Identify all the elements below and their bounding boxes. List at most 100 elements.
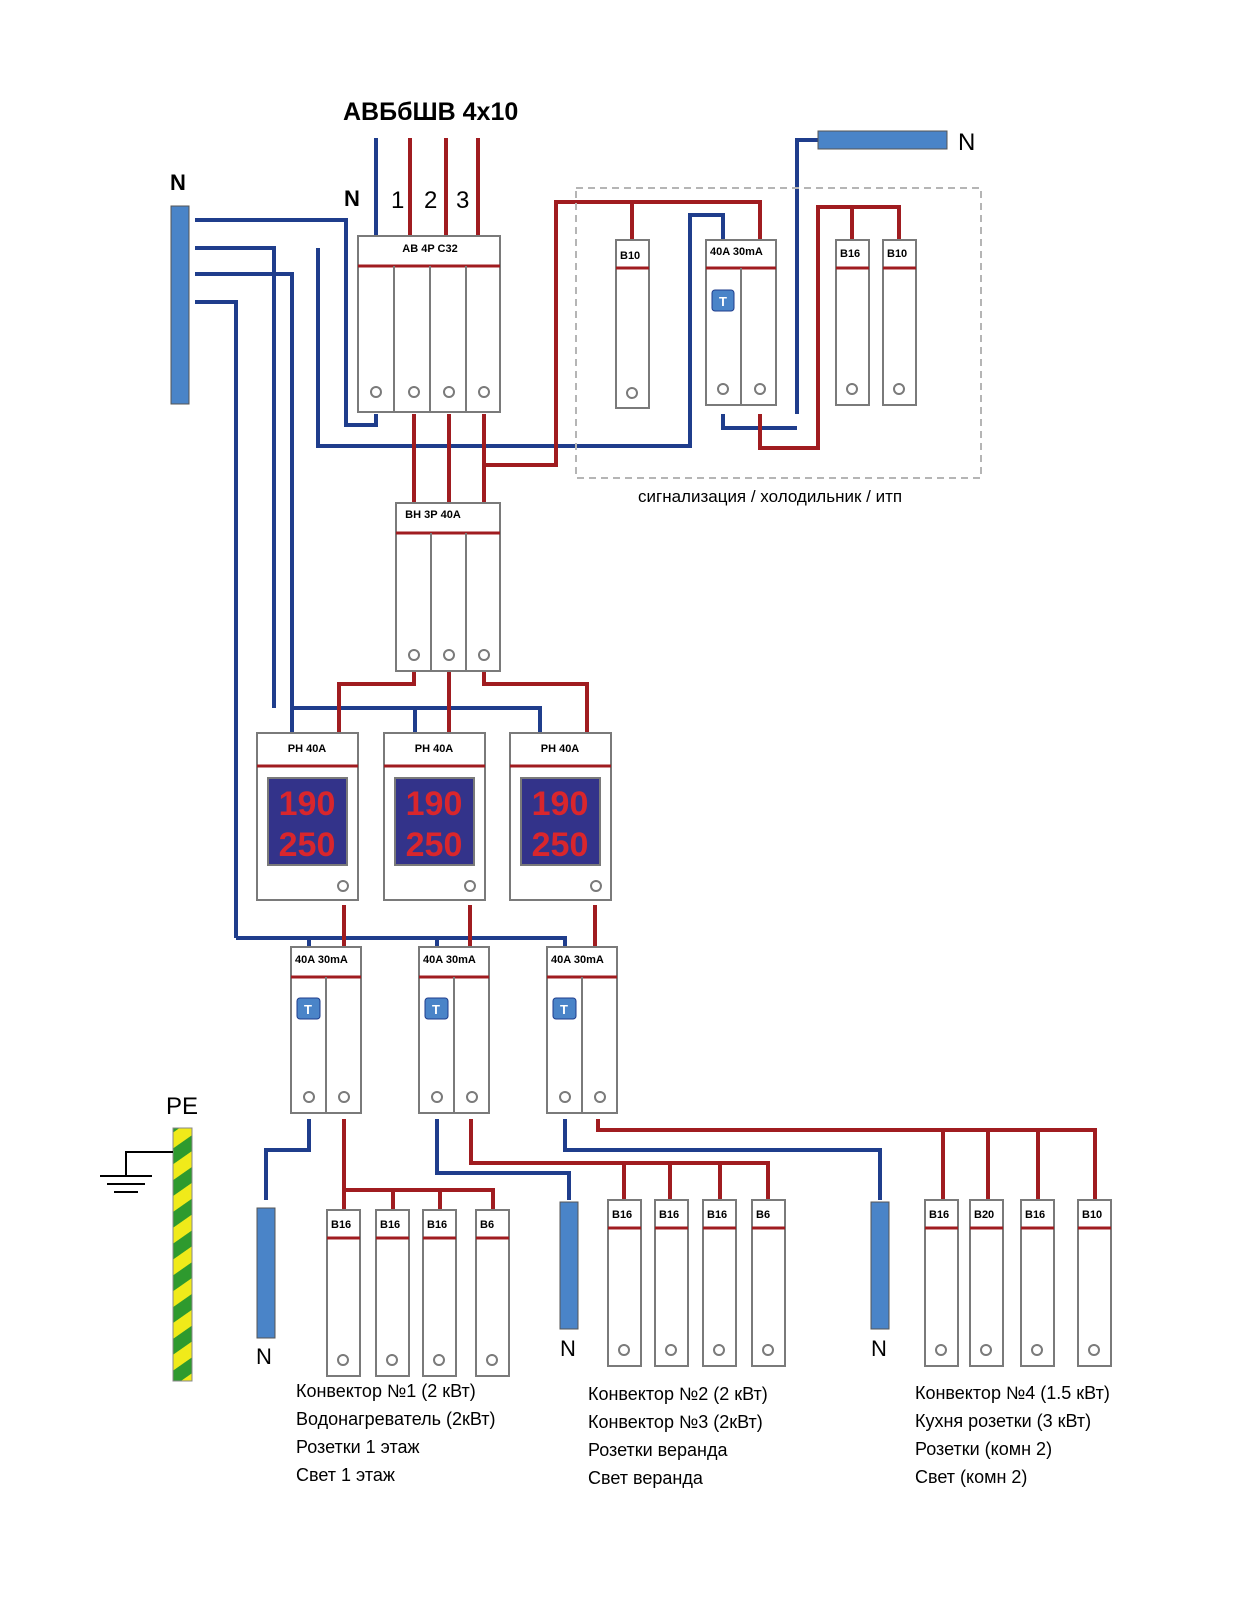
aux-rcd-label: 40A 30mA <box>710 246 763 258</box>
circuit-breaker-label: B6 <box>480 1219 494 1231</box>
top-neutral-bar <box>817 130 948 150</box>
voltage-relay-label: РН 40А <box>288 743 327 755</box>
circuit-breaker: B6 <box>751 1199 786 1367</box>
pe-bus-label: PE <box>166 1093 198 1120</box>
rcd-1: 40A 30mA T <box>290 946 362 1114</box>
load-description: Свет 1 этаж <box>296 1465 395 1485</box>
group-neutral-label-2: N <box>560 1336 576 1361</box>
aux-breaker-b10-2-label: B10 <box>887 248 907 260</box>
circuit-breaker: B16 <box>375 1209 410 1377</box>
rcd-3: 40A 30mA T <box>546 946 618 1114</box>
voltage-relay-high-setpoint: 250 <box>532 826 589 864</box>
main-breaker-label: АВ 4P C32 <box>402 243 457 255</box>
main-neutral-bus-label: N <box>170 170 186 195</box>
circuit-breaker-label: B16 <box>331 1219 351 1231</box>
rcd-test-button[interactable]: T <box>304 1002 312 1017</box>
pe-bar <box>172 1127 193 1382</box>
voltage-relay-display <box>267 777 348 866</box>
circuit-breaker: B16 <box>1020 1199 1055 1367</box>
aux-breaker-b10-2: B10 <box>882 239 917 406</box>
main-neutral-bar <box>170 205 190 405</box>
circuit-breaker: B16 <box>607 1199 642 1367</box>
aux-group-caption: сигнализация / холодильник / итп <box>638 487 902 506</box>
voltage-relay-label: РН 40А <box>415 743 454 755</box>
load-description: Конвектор №1 (2 кВт) <box>296 1381 476 1401</box>
phase-label-2: 2 <box>424 187 437 214</box>
rcd-label: 40A 30mA <box>295 954 348 966</box>
load-description: Розетки веранда <box>588 1440 728 1460</box>
circuit-breaker: B16 <box>326 1209 361 1377</box>
voltage-relay-high-setpoint: 250 <box>406 826 463 864</box>
circuit-breaker-label: B16 <box>427 1219 447 1231</box>
circuit-breaker-label: B16 <box>1025 1209 1045 1221</box>
aux-breaker-b10-1-label: B10 <box>620 250 640 262</box>
voltage-relay-label: РН 40А <box>541 743 580 755</box>
voltage-relay-high-setpoint: 250 <box>279 826 336 864</box>
load-description: Свет веранда <box>588 1468 704 1488</box>
load-switch-label: ВН 3Р 40А <box>405 509 461 521</box>
aux-breaker-b16: B16 <box>835 239 870 406</box>
rcd-2: 40A 30mA T <box>418 946 490 1114</box>
group-neutral-label-3: N <box>871 1336 887 1361</box>
phase-label-3: 3 <box>456 187 469 214</box>
voltage-relay-display <box>520 777 601 866</box>
group-neutral-label-1: N <box>256 1344 272 1369</box>
rcd-label: 40A 30mA <box>423 954 476 966</box>
load-description: Розетки 1 этаж <box>296 1437 420 1457</box>
phase-wires <box>337 138 1097 1210</box>
group-neutral-bar-1: N <box>256 1207 276 1369</box>
circuit-breaker-label: B6 <box>756 1209 770 1221</box>
rcd-test-button[interactable]: T <box>560 1002 568 1017</box>
load-description: Водонагреватель (2кВт) <box>296 1409 496 1429</box>
group-neutral-bar-3: N <box>870 1201 890 1361</box>
voltage-relay-low-setpoint: 190 <box>532 785 589 823</box>
circuit-breaker: B16 <box>422 1209 457 1377</box>
rcd-label: 40A 30mA <box>551 954 604 966</box>
cable-type-label: АВБбШВ 4х10 <box>343 98 518 126</box>
circuit-breaker-label: B20 <box>974 1209 994 1221</box>
circuit-breaker-label: B16 <box>380 1219 400 1231</box>
circuit-breaker-label: B16 <box>707 1209 727 1221</box>
load-switch <box>395 502 501 672</box>
load-description: Конвектор №2 (2 кВт) <box>588 1384 768 1404</box>
top-neutral-bus-label: N <box>958 129 975 156</box>
aux-breaker-b16-label: B16 <box>840 248 860 260</box>
circuit-breaker: B20 <box>969 1199 1004 1367</box>
group-neutral-bar-2: N <box>559 1201 579 1361</box>
aux-rcd: T 40A 30mA <box>705 239 777 406</box>
circuit-breaker-label: B16 <box>612 1209 632 1221</box>
load-description: Розетки (комн 2) <box>915 1439 1052 1459</box>
main-neutral-bus: N <box>170 170 190 405</box>
voltage-relay-low-setpoint: 190 <box>279 785 336 823</box>
main-breaker <box>357 235 501 413</box>
circuit-breaker-label: B16 <box>929 1209 949 1221</box>
top-neutral-bus: N <box>817 129 975 156</box>
circuit-breaker: B16 <box>924 1199 959 1367</box>
load-description: Кухня розетки (3 кВт) <box>915 1411 1091 1431</box>
pe-bus: PE <box>100 1093 198 1382</box>
circuit-breaker: B16 <box>702 1199 737 1367</box>
phase-label-1: 1 <box>391 187 404 214</box>
rcd-test-button[interactable]: T <box>432 1002 440 1017</box>
voltage-relay-low-setpoint: 190 <box>406 785 463 823</box>
circuit-breaker: B10 <box>1077 1199 1112 1367</box>
aux-breaker-b10-1: B10 <box>615 239 650 409</box>
aux-rcd-test-button[interactable]: T <box>719 294 727 309</box>
circuit-breaker: B6 <box>475 1209 510 1377</box>
incoming-neutral-label: N <box>344 186 360 211</box>
load-description: Свет (комн 2) <box>915 1467 1027 1487</box>
voltage-relay-display <box>394 777 475 866</box>
load-description: Конвектор №3 (2кВт) <box>588 1412 763 1432</box>
circuit-breaker-label: B10 <box>1082 1209 1102 1221</box>
load-description: Конвектор №4 (1.5 кВт) <box>915 1383 1110 1403</box>
circuit-breaker-label: B16 <box>659 1209 679 1221</box>
circuit-breaker: B16 <box>654 1199 689 1367</box>
ground-icon <box>100 1151 173 1193</box>
